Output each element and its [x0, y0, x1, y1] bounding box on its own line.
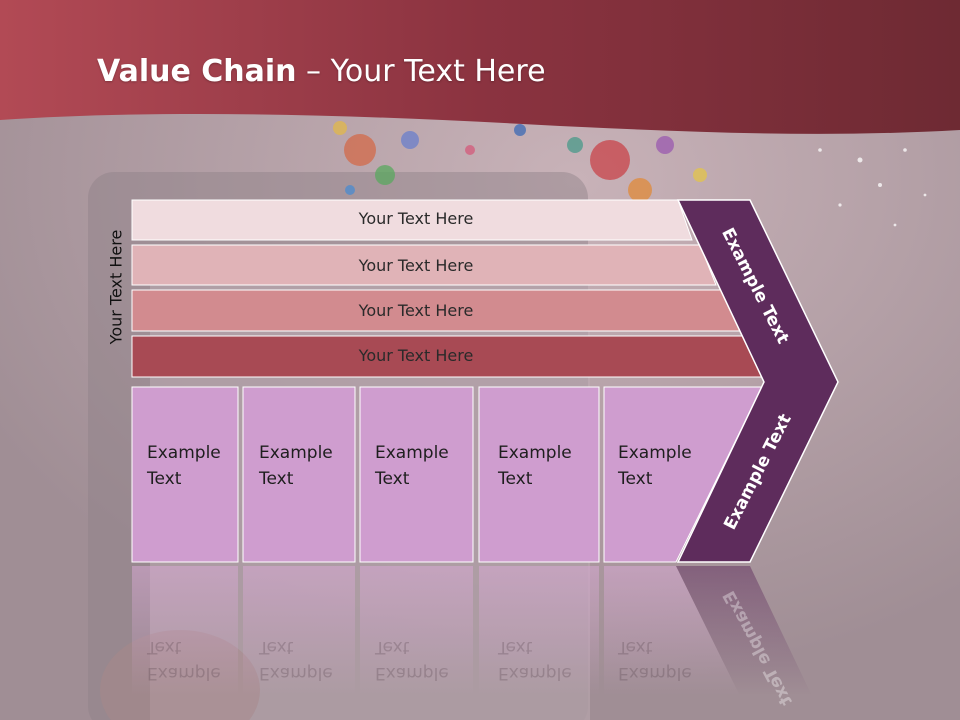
- reflection-text: Example Text: [498, 634, 572, 686]
- title-rest: – Your Text Here: [296, 54, 546, 89]
- reflection-line1: Example: [618, 663, 692, 683]
- activity-line1: Example: [498, 443, 572, 463]
- support-bar-label: Your Text Here: [358, 346, 474, 365]
- primary-activity-box-1: [131, 386, 239, 563]
- activity-line1: Example: [618, 443, 692, 463]
- activity-line2: Text: [498, 469, 533, 489]
- primary-activity-box-3: [359, 386, 474, 563]
- header-band: [0, 0, 960, 134]
- reflection-line1: Example: [498, 663, 572, 683]
- slide-title: Value Chain – Your Text Here: [97, 54, 546, 89]
- reflection-line1: Example: [259, 663, 333, 683]
- reflection-line1: Example: [375, 663, 449, 683]
- reflection-line2: Text: [498, 637, 533, 657]
- activity-line2: Text: [259, 469, 294, 489]
- activity-line2: Text: [375, 469, 410, 489]
- support-bar-1: [131, 199, 693, 241]
- margin-chevron: [676, 199, 839, 563]
- activity-line1: Example: [259, 443, 333, 463]
- primary-activity-box-2: [242, 386, 356, 563]
- reflection-line2: Text: [618, 637, 653, 657]
- reflection-line2: Text: [147, 637, 182, 657]
- reflection: [132, 566, 812, 696]
- support-bar-label: Your Text Here: [358, 209, 474, 228]
- reflection-text: Example Text: [375, 634, 449, 686]
- reflection-line2: Text: [259, 637, 294, 657]
- activity-line1: Example: [147, 443, 221, 463]
- paint-splatter-decoration: [333, 121, 927, 227]
- support-bar-label: Your Text Here: [358, 301, 474, 320]
- title-strong: Value Chain: [97, 54, 297, 89]
- support-bar-label: Your Text Here: [358, 256, 474, 275]
- reflection-text: Example Text: [618, 634, 692, 686]
- primary-activity-box-5: [603, 386, 763, 563]
- activity-line2: Text: [618, 469, 653, 489]
- reflection-text: Example Text: [259, 634, 333, 686]
- support-bar-2: [131, 244, 717, 286]
- reflection-text: Example Text: [147, 634, 221, 686]
- activity-line1: Example: [375, 443, 449, 463]
- reflection-line1: Example: [147, 663, 221, 683]
- reflection-line2: Text: [375, 637, 410, 657]
- activity-line2: Text: [147, 469, 182, 489]
- primary-activity-box-4: [478, 386, 600, 563]
- side-label: Your Text Here: [106, 229, 126, 345]
